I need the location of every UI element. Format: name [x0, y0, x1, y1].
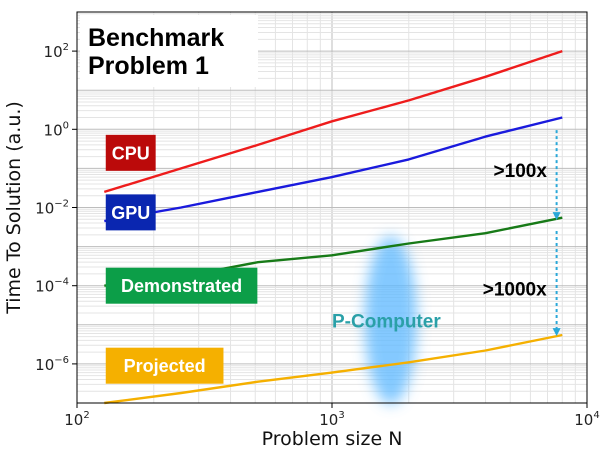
y-tick-label: 10−6 — [35, 355, 69, 374]
badge-label: GPU — [111, 203, 150, 223]
title-line: Benchmark — [88, 24, 224, 52]
badge-label: Demonstrated — [121, 276, 242, 296]
badge-cpu — [105, 134, 156, 171]
series-line-cpu — [103, 49, 563, 194]
title-box — [80, 15, 258, 87]
badge-label: Projected — [124, 356, 206, 376]
x-tick-label: 102 — [64, 410, 89, 429]
series-lines — [103, 49, 563, 405]
p-computer-label: P-Computer — [332, 311, 441, 332]
title-line: Problem 1 — [88, 52, 209, 80]
badge-label: CPU — [112, 143, 150, 163]
x-tick-label: 104 — [574, 410, 599, 429]
speedup-annotation: >100x — [494, 161, 548, 182]
x-tick-label: 103 — [319, 410, 344, 429]
badge-gpu — [105, 194, 156, 231]
y-tick-label: 102 — [44, 42, 69, 61]
y-tick-label: 10−4 — [35, 277, 69, 296]
y-tick-label: 10−2 — [35, 199, 69, 218]
y-axis-label: Time To Solution (a.u.) — [3, 101, 25, 315]
badge-demonstrated — [105, 267, 258, 304]
x-axis-label: Problem size N — [262, 428, 403, 450]
badge-projected — [105, 347, 224, 384]
speedup-annotation: >1000x — [483, 279, 547, 300]
y-tick-label: 100 — [44, 120, 69, 139]
series-line-projected — [104, 333, 563, 405]
axis-ticks: 102 103 104 10−6 10−4 10−2 100 102 — [35, 42, 600, 429]
annotations: >100x >1000x — [483, 161, 548, 300]
series-line-gpu — [104, 116, 563, 223]
